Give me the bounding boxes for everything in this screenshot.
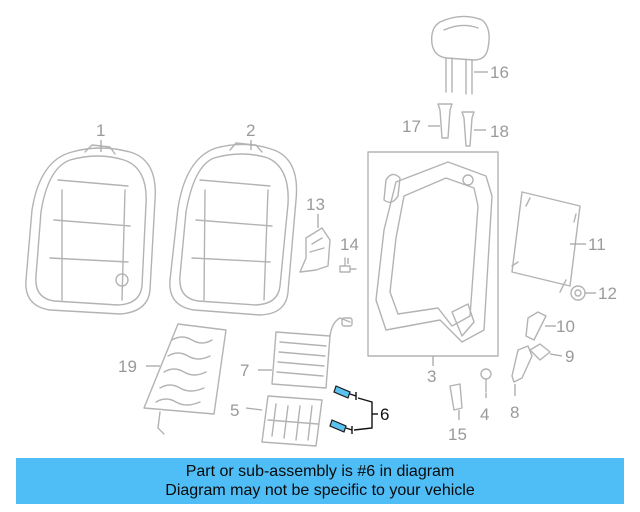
banner-line-2: Diagram may not be specific to your vehi… bbox=[165, 482, 475, 499]
callout-13: 13 bbox=[306, 195, 325, 214]
part-15-clip bbox=[449, 383, 463, 420]
callout-5: 5 bbox=[230, 401, 239, 420]
part-6-highlighted bbox=[329, 385, 378, 434]
part-19-heater-pad bbox=[143, 323, 227, 435]
part-1-seatback-cushion bbox=[25, 140, 156, 315]
part-2-seatback-cushion bbox=[169, 140, 298, 316]
part-8-lever bbox=[511, 345, 533, 396]
callout-6: 6 bbox=[380, 405, 389, 424]
part-12-grommet bbox=[570, 285, 596, 301]
callout-19: 19 bbox=[118, 357, 137, 376]
callout-3: 3 bbox=[427, 367, 436, 386]
part-7-lumbar-mat bbox=[258, 317, 353, 389]
callout-12: 12 bbox=[598, 284, 617, 303]
banner-line-1: Part or sub-assembly is #6 in diagram bbox=[185, 463, 455, 480]
info-banner: Part or sub-assembly is #6 in diagram Di… bbox=[16, 458, 624, 504]
part-11-side-panel bbox=[511, 191, 586, 293]
callout-10: 10 bbox=[556, 317, 575, 336]
callout-2: 2 bbox=[246, 121, 255, 140]
callout-16: 16 bbox=[490, 63, 509, 82]
callout-18: 18 bbox=[490, 122, 509, 141]
part-16-headrest bbox=[430, 15, 490, 95]
callout-4: 4 bbox=[480, 405, 489, 424]
part-5-bracket bbox=[245, 395, 323, 447]
part-13-lumbar-knob bbox=[299, 214, 331, 273]
part-14-bolt bbox=[339, 257, 357, 273]
part-17-guide bbox=[428, 103, 453, 139]
part-4-screw bbox=[480, 368, 492, 398]
callout-7: 7 bbox=[240, 361, 249, 380]
callout-9: 9 bbox=[565, 347, 574, 366]
callout-8: 8 bbox=[510, 403, 519, 422]
callout-11: 11 bbox=[588, 235, 606, 254]
callout-15: 15 bbox=[448, 425, 467, 444]
callout-17: 17 bbox=[402, 117, 421, 136]
part-10-clip bbox=[525, 311, 556, 341]
part-9-clip bbox=[529, 343, 563, 361]
callout-1: 1 bbox=[96, 121, 105, 140]
part-3-frame bbox=[367, 151, 499, 366]
part-18-guide bbox=[461, 111, 486, 147]
callout-14: 14 bbox=[340, 235, 359, 254]
